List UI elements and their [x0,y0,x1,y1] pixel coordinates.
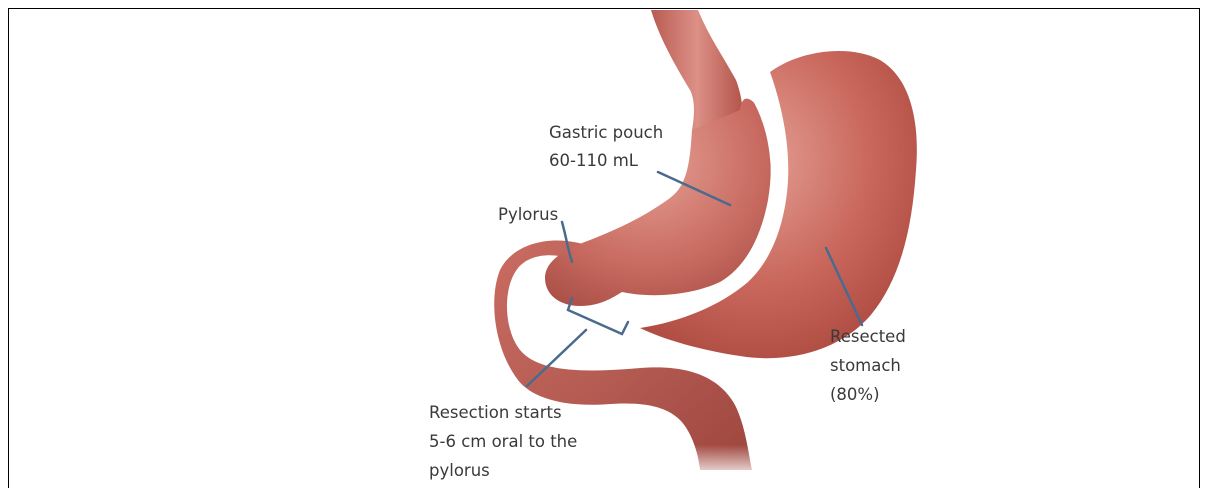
gastric-pouch-volume: 60-110 mL [549,151,639,170]
resection-start-label-3: pylorus [429,461,490,480]
esophagus [651,10,743,130]
pylorus-label: Pylorus [498,205,558,224]
resected-stomach-label-1: Resected [830,327,906,346]
resection-start-label-2: 5-6 cm oral to the [429,432,577,451]
gastric-pouch-label: Gastric pouch [549,123,663,142]
resected-stomach-label-2: stomach [830,356,901,375]
resected-stomach-percent: (80%) [830,385,880,404]
resection-start-label-1: Resection starts [429,403,562,422]
